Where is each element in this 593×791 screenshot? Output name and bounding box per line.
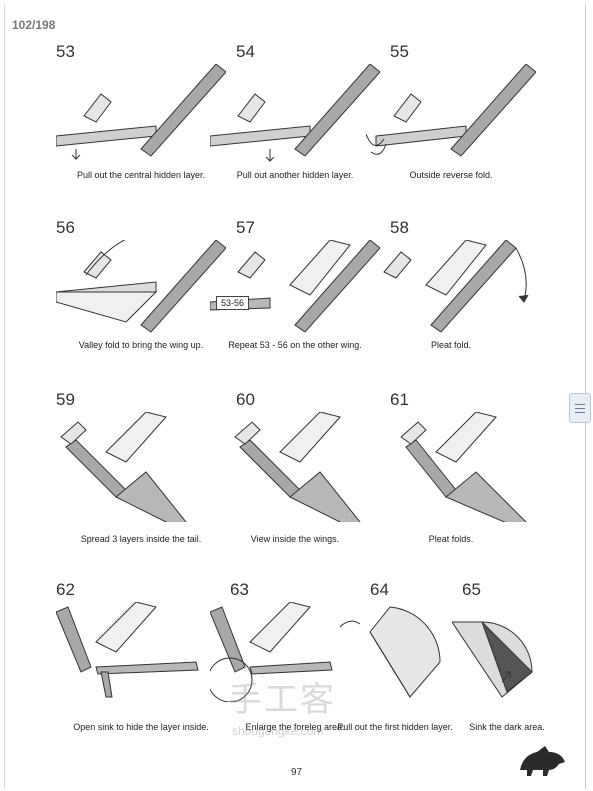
step-63: 63 Enlarge the foreleg area. <box>210 580 380 770</box>
step-number: 61 <box>390 390 409 409</box>
step-caption: View inside the wings. <box>250 534 340 544</box>
fold-diagram-63 <box>210 602 333 702</box>
fold-diagram-53 <box>56 64 226 160</box>
fold-diagram-58 <box>383 240 529 333</box>
step-caption: Sink the dark area. <box>469 722 545 732</box>
step-55: 55 Outside reverse fold. <box>366 42 536 232</box>
page-counter: 102/198 <box>12 18 56 32</box>
fold-diagram-64 <box>340 606 441 698</box>
step-caption: Repeat 53 - 56 on the other wing. <box>228 340 362 350</box>
step-64: 64 Pull out the first hidden layer. <box>337 580 453 770</box>
watermark: 手工客 <box>228 680 336 720</box>
fold-diagram-57 <box>210 240 380 333</box>
fold-diagram-60 <box>234 412 361 522</box>
step-number: 53 <box>56 42 75 61</box>
fold-diagram-59 <box>60 412 187 522</box>
step-number: 58 <box>390 218 409 237</box>
step-caption: Pull out the central hidden layer. <box>76 170 206 180</box>
step-number: 63 <box>230 580 249 599</box>
step-65: 65 Sink the dark area. <box>452 580 562 770</box>
step-59: 59 Spread 3 layers inside the tail. <box>56 390 226 580</box>
step-caption: Pull out another hidden layer. <box>236 170 354 180</box>
step-58: 58 Pleat fold. <box>366 218 536 408</box>
step-number: 57 <box>236 218 255 237</box>
reference-box: 53-56 <box>216 296 250 310</box>
step-number: 55 <box>390 42 409 61</box>
step-number: 60 <box>236 390 255 409</box>
step-number: 62 <box>56 580 75 599</box>
step-57: 57 53-56 Repeat 53 - 56 on the other win… <box>210 218 380 408</box>
menu-line <box>575 412 585 413</box>
step-caption: Pleat folds. <box>428 534 474 544</box>
step-caption: Pull out the first hidden layer. <box>337 722 453 732</box>
step-caption: Enlarge the foreleg area. <box>245 722 345 732</box>
step-53: 53 Pull out the central hidden layer. <box>56 42 226 232</box>
step-62: 62 Open sink to hide the layer inside. <box>56 580 226 770</box>
step-caption: Pleat fold. <box>430 340 472 350</box>
menu-tab-icon[interactable] <box>569 393 591 423</box>
fold-diagram-54 <box>210 64 380 162</box>
fold-diagram-61 <box>400 412 527 522</box>
menu-line <box>575 404 585 405</box>
step-54: 54 Pull out another hidden layer. <box>210 42 380 232</box>
step-number: 56 <box>56 218 75 237</box>
step-caption: Outside reverse fold. <box>409 170 493 180</box>
step-number: 59 <box>56 390 75 409</box>
step-60: 60 View inside the wings. <box>210 390 380 580</box>
fold-diagram-62 <box>56 602 199 698</box>
step-number: 64 <box>370 580 389 599</box>
step-56: 56 Valley fold to bring the wing up. <box>56 218 226 408</box>
page-number: 97 <box>290 767 303 778</box>
step-number: 65 <box>462 580 481 599</box>
menu-line <box>575 408 585 409</box>
step-number: 54 <box>236 42 255 61</box>
step-caption: Open sink to hide the layer inside. <box>73 722 209 732</box>
fold-diagram-55 <box>366 64 536 157</box>
step-caption: Spread 3 layers inside the tail. <box>80 534 202 544</box>
step-caption: Valley fold to bring the wing up. <box>78 340 204 350</box>
fold-diagram-56 <box>56 240 226 333</box>
fold-diagram-65 <box>452 621 533 698</box>
step-61: 61 Pleat folds. <box>366 390 536 580</box>
dinosaur-mascot-icon <box>520 746 565 776</box>
watermark-url: shougongke.com <box>232 724 324 738</box>
